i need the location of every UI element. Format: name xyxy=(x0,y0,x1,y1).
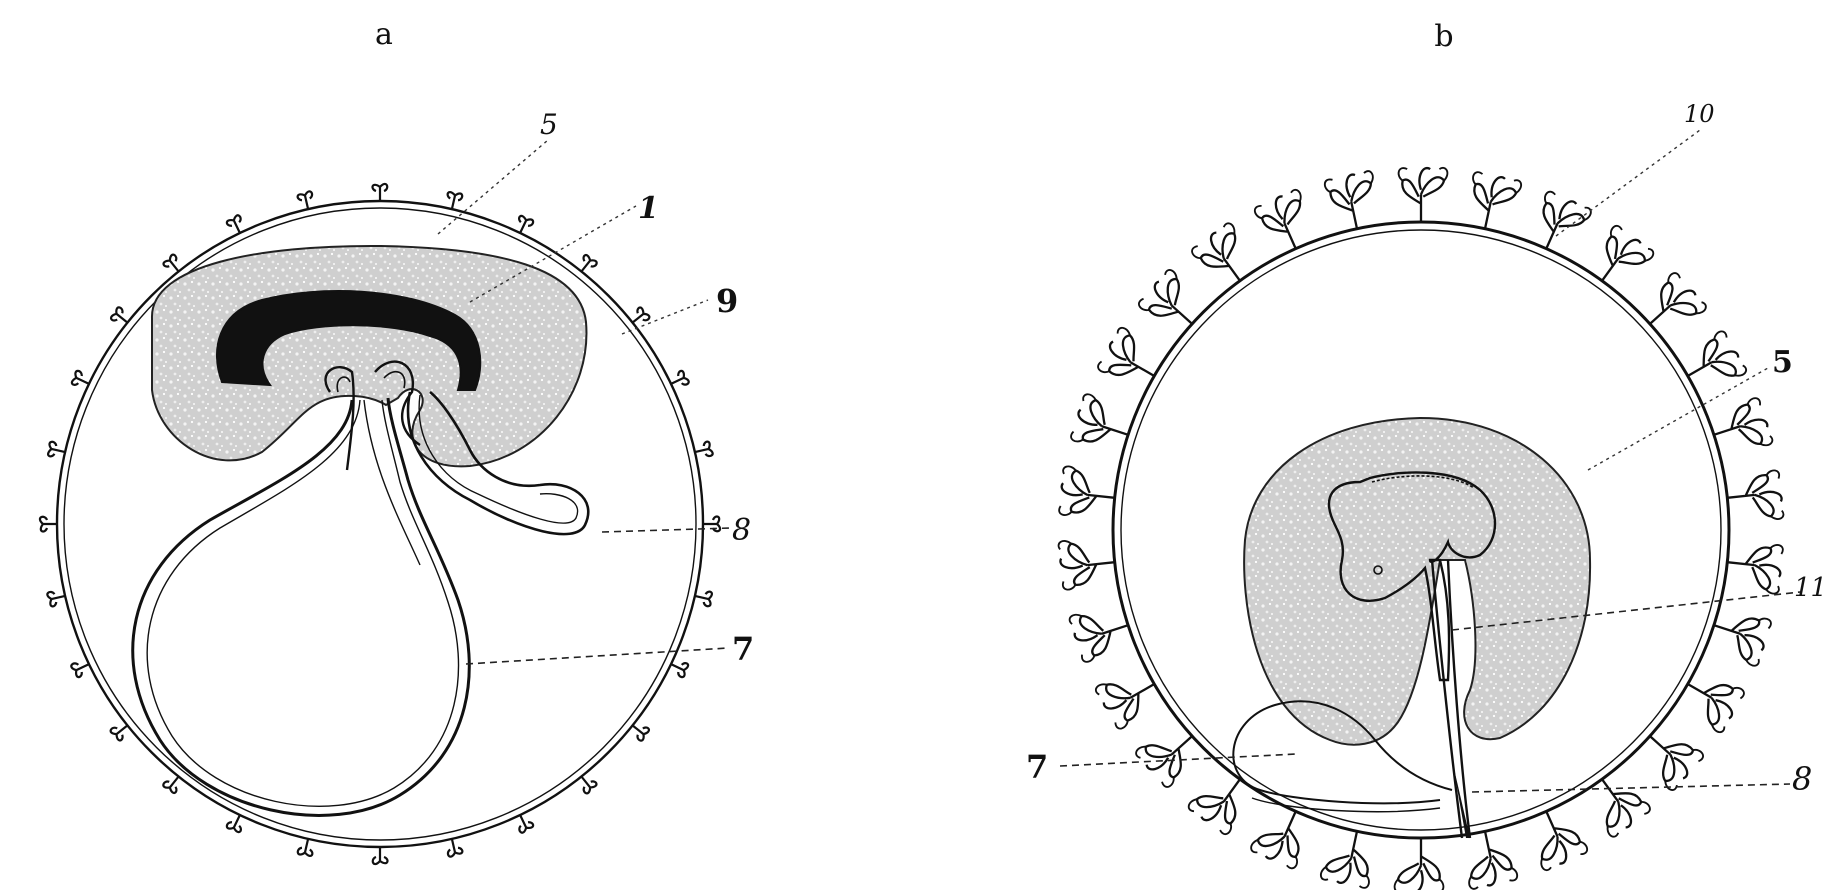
umbilical-stalk xyxy=(1432,560,1470,838)
villus xyxy=(1635,271,1708,344)
villus xyxy=(1395,838,1444,890)
panel-b: b 10 5 11 7 8 xyxy=(1026,19,1825,890)
villus xyxy=(1399,168,1448,222)
yolk-sac-a xyxy=(133,398,470,815)
label-5-b: 5 xyxy=(1772,345,1793,380)
leader-7-a xyxy=(466,648,728,664)
villus xyxy=(1137,268,1210,341)
villus xyxy=(1058,536,1117,590)
label-5-a: 5 xyxy=(540,108,558,141)
amnion-region-b xyxy=(1244,418,1590,745)
villus xyxy=(1134,716,1207,789)
villus xyxy=(1324,170,1383,233)
villus xyxy=(162,254,184,277)
villus xyxy=(226,215,247,237)
villus xyxy=(40,517,57,532)
villus xyxy=(1094,661,1165,730)
villus xyxy=(1674,665,1745,734)
label-7-b: 7 xyxy=(1026,748,1048,786)
villus xyxy=(373,847,388,864)
panel-a: a 5 1 9 8 7 xyxy=(40,17,754,864)
panel-b-letter: b xyxy=(1434,19,1453,54)
panel-a-letter: a xyxy=(375,17,393,52)
villus xyxy=(1250,801,1317,870)
villus xyxy=(70,370,92,391)
villus xyxy=(628,306,651,328)
villus xyxy=(1253,188,1320,257)
villus xyxy=(71,658,93,679)
villus xyxy=(1725,470,1784,524)
villus xyxy=(109,306,132,328)
villus xyxy=(628,720,651,742)
label-11-b: 11 xyxy=(1794,573,1825,603)
leader-9-a xyxy=(622,300,708,334)
villus xyxy=(1526,190,1593,259)
label-1-a: 1 xyxy=(638,191,659,226)
villus xyxy=(668,657,690,678)
leader-8-b xyxy=(1472,784,1790,792)
villus xyxy=(576,772,598,795)
villus xyxy=(1725,540,1784,594)
leader-5-b xyxy=(1588,368,1768,470)
villus xyxy=(576,253,598,276)
villus xyxy=(1706,604,1773,667)
label-8-a: 8 xyxy=(732,513,751,548)
villus xyxy=(668,370,690,391)
leader-8-a xyxy=(602,528,730,532)
villus xyxy=(1070,393,1137,456)
villus xyxy=(1676,330,1747,399)
leader-10-b xyxy=(1556,130,1700,236)
villus xyxy=(1707,397,1774,460)
villus xyxy=(1096,326,1167,395)
villus xyxy=(514,812,535,834)
villus xyxy=(162,772,184,795)
label-8-b: 8 xyxy=(1792,760,1812,798)
villus xyxy=(1522,802,1589,871)
label-7-a: 7 xyxy=(732,630,754,668)
villus xyxy=(513,214,534,236)
villus xyxy=(110,720,133,742)
label-9-a: 9 xyxy=(716,282,738,320)
villus xyxy=(373,184,388,201)
villus xyxy=(1632,719,1705,792)
label-10-b: 10 xyxy=(1684,100,1715,128)
villus xyxy=(1059,466,1118,520)
villus xyxy=(1068,600,1135,663)
leader-7-b xyxy=(1060,754,1296,766)
villus xyxy=(226,812,247,834)
